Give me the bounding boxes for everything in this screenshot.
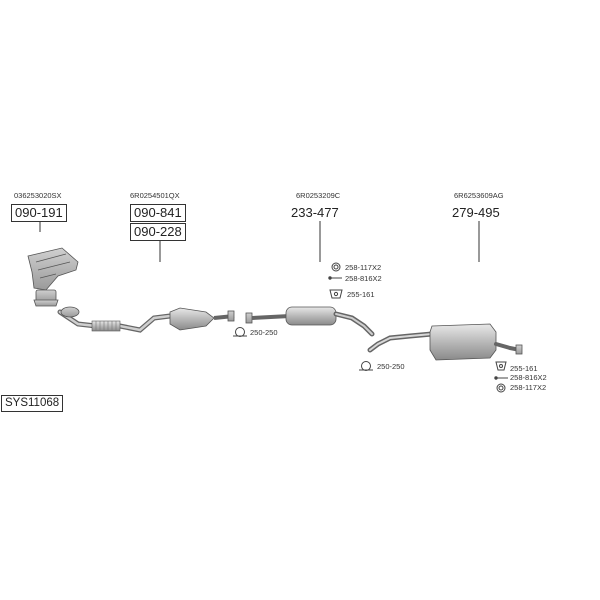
part-number-middle[interactable]: 233-477 xyxy=(291,205,339,220)
rear-silencer xyxy=(367,323,523,361)
exhaust-manifold xyxy=(27,247,79,307)
leader-lines xyxy=(39,221,480,262)
system-code-badge: SYS11068 xyxy=(1,395,64,412)
ring-icon-mid xyxy=(331,262,341,272)
oe-number-manifold: 036253020SX xyxy=(14,191,62,200)
hanger-icon-mid xyxy=(329,289,343,299)
oe-number-rear: 6R6253609AG xyxy=(454,191,504,200)
oe-number-middle: 6R0253209C xyxy=(296,191,341,200)
part-number-rear[interactable]: 279-495 xyxy=(452,205,500,220)
bolt-label-mid[interactable]: 258-816X2 xyxy=(345,274,382,283)
clamp-icon-a xyxy=(233,327,247,337)
middle-silencer xyxy=(245,306,375,337)
clamp-icon-b xyxy=(359,361,373,371)
hanger-label-mid[interactable]: 255-161 xyxy=(347,290,375,299)
ring-label-rear[interactable]: 258-117X2 xyxy=(510,383,547,392)
bolt-icon-mid xyxy=(328,276,342,280)
hanger-icon-rear xyxy=(495,361,507,371)
front-pipe xyxy=(57,306,173,333)
part-number-front-pipe[interactable]: 090-841 xyxy=(130,204,186,222)
hanger-label-rear[interactable]: 255-161 xyxy=(510,364,538,373)
catalytic-converter xyxy=(169,307,235,331)
ring-label-mid[interactable]: 258-117X2 xyxy=(345,263,382,272)
part-number-manifold[interactable]: 090-191 xyxy=(11,204,67,222)
part-number-catalyst[interactable]: 090-228 xyxy=(130,223,186,241)
bolt-icon-rear xyxy=(494,376,508,380)
clamp-label-b[interactable]: 250-250 xyxy=(377,362,405,371)
clamp-label-a[interactable]: 250-250 xyxy=(250,328,278,337)
oe-number-front-pipe: 6R0254501QX xyxy=(130,191,180,200)
ring-icon-rear xyxy=(496,383,506,393)
bolt-label-rear[interactable]: 258-816X2 xyxy=(510,373,547,382)
